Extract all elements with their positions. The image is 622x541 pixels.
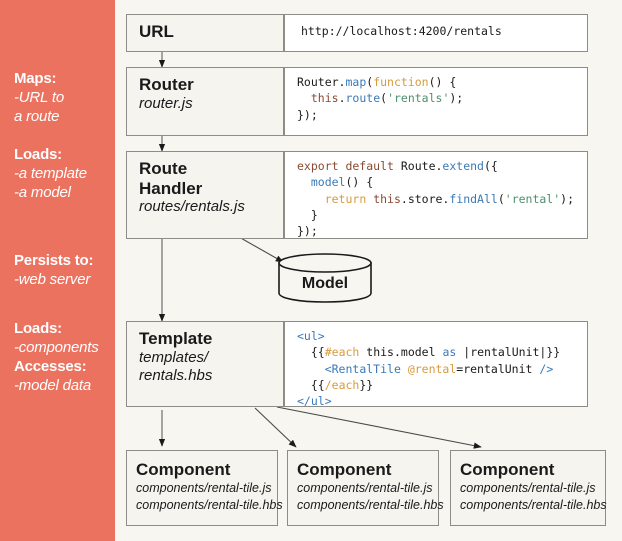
stage-route-handler-label: Route Handler routes/rentals.js [127,152,284,238]
rail-subline: -model data [14,376,92,394]
stage-url: URL http://localhost:4200/rentals [126,14,588,52]
rail-heading: Loads: [14,320,62,337]
stage-template-label: Template templates/ rentals.hbs [127,322,284,406]
component-file: components/rental-tile.hbs [460,497,607,512]
rail-group-maps: Maps: -URL to a route [14,70,64,127]
component-box-2: Component components/rental-tile.js comp… [287,450,444,526]
stage-template: Template templates/ rentals.hbs <ul> {{#… [126,321,588,407]
stage-url-value: http://localhost:4200/rentals [284,15,587,51]
stage-router-code: Router.map(function() { this.route('rent… [284,68,587,135]
component-file: components/rental-tile.hbs [136,497,283,512]
component-file: components/rental-tile.js [297,480,433,495]
rail-heading: Persists to: [14,252,94,269]
stage-title: Template [139,329,213,348]
rail-subline: -a model [14,183,71,201]
database-cylinder-icon [278,253,372,303]
component-box-3: Component components/rental-tile.js comp… [450,450,607,526]
arrow-template-to-component-2 [254,407,297,448]
component-title: Component [136,460,231,479]
component-box-1: Component components/rental-tile.js comp… [126,450,283,526]
rail-subline: a route [14,107,60,125]
rail-heading: Maps: [14,70,57,87]
component-file: components/rental-tile.js [136,480,272,495]
rail-heading: Loads: [14,146,62,163]
component-file: components/rental-tile.hbs [297,497,444,512]
component-file: components/rental-tile.js [460,480,596,495]
component-title: Component [297,460,392,479]
rail-group-loads-components: Loads: -components Accesses: -model data [14,320,99,396]
stage-route-handler: Route Handler routes/rentals.js export d… [126,151,588,239]
stage-title: URL [139,22,174,41]
stage-router: Router router.js Router.map(function() {… [126,67,588,136]
model-node: Model [277,253,373,303]
stage-title: Router [139,75,194,94]
arrow-template-to-component-3 [276,406,482,449]
model-label: Model [301,275,349,292]
rail-group-loads-template: Loads: -a template -a model [14,146,87,203]
stage-filename: routes/rentals.js [139,198,245,216]
rail-subline: -web server [14,270,91,288]
rail-subline: -URL to [14,88,65,106]
rail-subline: -a template [14,164,87,182]
annotation-rail: Maps: -URL to a route Loads: -a template… [0,0,115,541]
stage-router-label: Router router.js [127,68,284,135]
stage-route-handler-code: export default Route.extend({ model() { … [284,152,587,238]
stage-filename: router.js [139,94,193,112]
stage-filename: templates/ rentals.hbs [139,348,213,384]
stage-url-label: URL [127,15,284,51]
rail-group-persists: Persists to: -web server [14,252,93,290]
rail-subline: -components [14,338,99,356]
rail-heading: Accesses: [14,357,87,375]
stage-title: Route Handler [139,159,203,198]
stage-template-code: <ul> {{#each this.model as |rentalUnit|}… [284,322,587,406]
component-title: Component [460,460,555,479]
